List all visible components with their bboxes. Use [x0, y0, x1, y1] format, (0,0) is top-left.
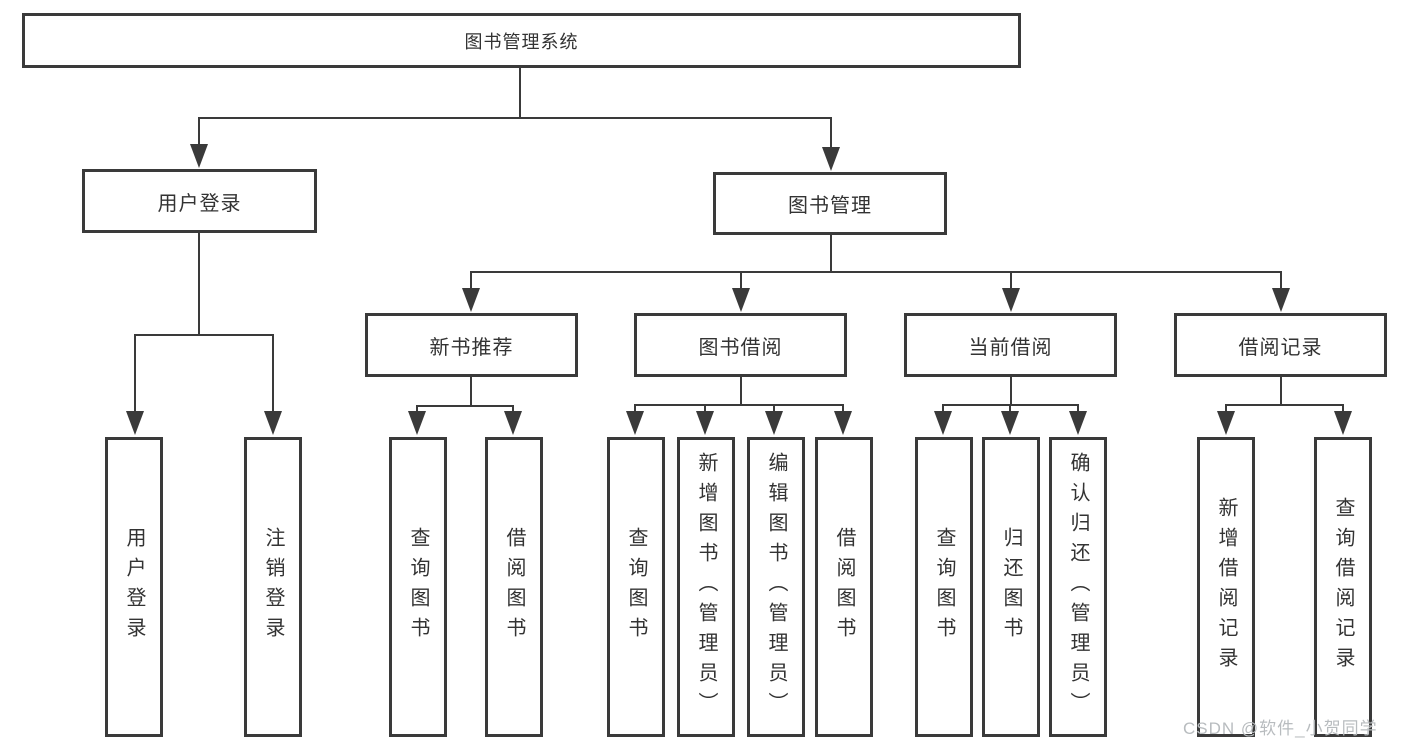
leaf-edit-book-admin: 编辑图书（管理员） [747, 437, 805, 737]
connector-hline [634, 404, 844, 406]
arrow-down-icon [696, 411, 714, 435]
arrow-down-icon [504, 411, 522, 435]
connector-hline [1225, 404, 1344, 406]
arrow-down-icon [190, 144, 208, 168]
connector-vline [1280, 272, 1282, 292]
arrow-down-icon [822, 147, 840, 171]
leaf-query-books-recommend: 查询图书 [389, 437, 447, 737]
leaf-user-login: 用户登录 [105, 437, 163, 737]
csdn-watermark: CSDN @软件_小贺同学 [1183, 719, 1378, 738]
leaf-logout: 注销登录 [244, 437, 302, 737]
connector-vline [416, 406, 418, 415]
connector-vline [634, 405, 636, 415]
arrow-down-icon [1217, 411, 1235, 435]
connector-vline [1077, 405, 1079, 415]
arrow-down-icon [626, 411, 644, 435]
leaf-return-books: 归还图书 [982, 437, 1040, 737]
node-book-management-system: 图书管理系统 [22, 13, 1021, 68]
arrow-down-icon [1334, 411, 1352, 435]
node-user-login: 用户登录 [82, 169, 317, 233]
connector-vline [942, 405, 944, 415]
arrow-down-icon [1272, 288, 1290, 312]
leaf-add-book-admin: 新增图书（管理员） [677, 437, 735, 737]
connector-vline [1280, 377, 1282, 405]
arrow-down-icon [765, 411, 783, 435]
leaf-query-books-borrow: 查询图书 [607, 437, 665, 737]
node-current-borrow: 当前借阅 [904, 313, 1117, 377]
connector-vline [512, 406, 514, 415]
arrow-down-icon [264, 411, 282, 435]
connector-vline [773, 405, 775, 415]
connector-vline [1010, 272, 1012, 292]
leaf-confirm-return-admin: 确认归还（管理员） [1049, 437, 1107, 737]
connector-vline [704, 405, 706, 415]
arrow-down-icon [1069, 411, 1087, 435]
arrow-down-icon [408, 411, 426, 435]
connector-vline [519, 68, 521, 118]
arrow-down-icon [934, 411, 952, 435]
arrow-down-icon [732, 288, 750, 312]
connector-vline [830, 235, 832, 272]
leaf-query-borrow-record: 查询借阅记录 [1314, 437, 1372, 737]
connector-vline [470, 272, 472, 292]
connector-vline [1225, 405, 1227, 415]
leaf-borrow-books-borrow: 借阅图书 [815, 437, 873, 737]
connector-vline [1009, 405, 1011, 415]
connector-hline [470, 271, 1282, 273]
leaf-add-borrow-record: 新增借阅记录 [1197, 437, 1255, 737]
connector-hline [198, 117, 832, 119]
connector-vline [740, 272, 742, 292]
leaf-borrow-books-recommend: 借阅图书 [485, 437, 543, 737]
arrow-down-icon [462, 288, 480, 312]
connector-hline [416, 405, 514, 407]
connector-vline [134, 335, 136, 415]
connector-vline [470, 377, 472, 406]
connector-vline [842, 405, 844, 415]
connector-vline [1010, 377, 1012, 405]
node-new-book-recommend: 新书推荐 [365, 313, 578, 377]
connector-vline [198, 118, 200, 148]
node-book-management: 图书管理 [713, 172, 947, 235]
connector-vline [830, 118, 832, 151]
arrow-down-icon [1001, 411, 1019, 435]
leaf-query-books-current: 查询图书 [915, 437, 973, 737]
arrow-down-icon [126, 411, 144, 435]
arrow-down-icon [1002, 288, 1020, 312]
connector-hline [134, 334, 274, 336]
connector-vline [198, 233, 200, 335]
node-borrow-records: 借阅记录 [1174, 313, 1387, 377]
connector-vline [740, 377, 742, 405]
node-book-borrow: 图书借阅 [634, 313, 847, 377]
connector-vline [272, 335, 274, 415]
arrow-down-icon [834, 411, 852, 435]
connector-vline [1342, 405, 1344, 415]
